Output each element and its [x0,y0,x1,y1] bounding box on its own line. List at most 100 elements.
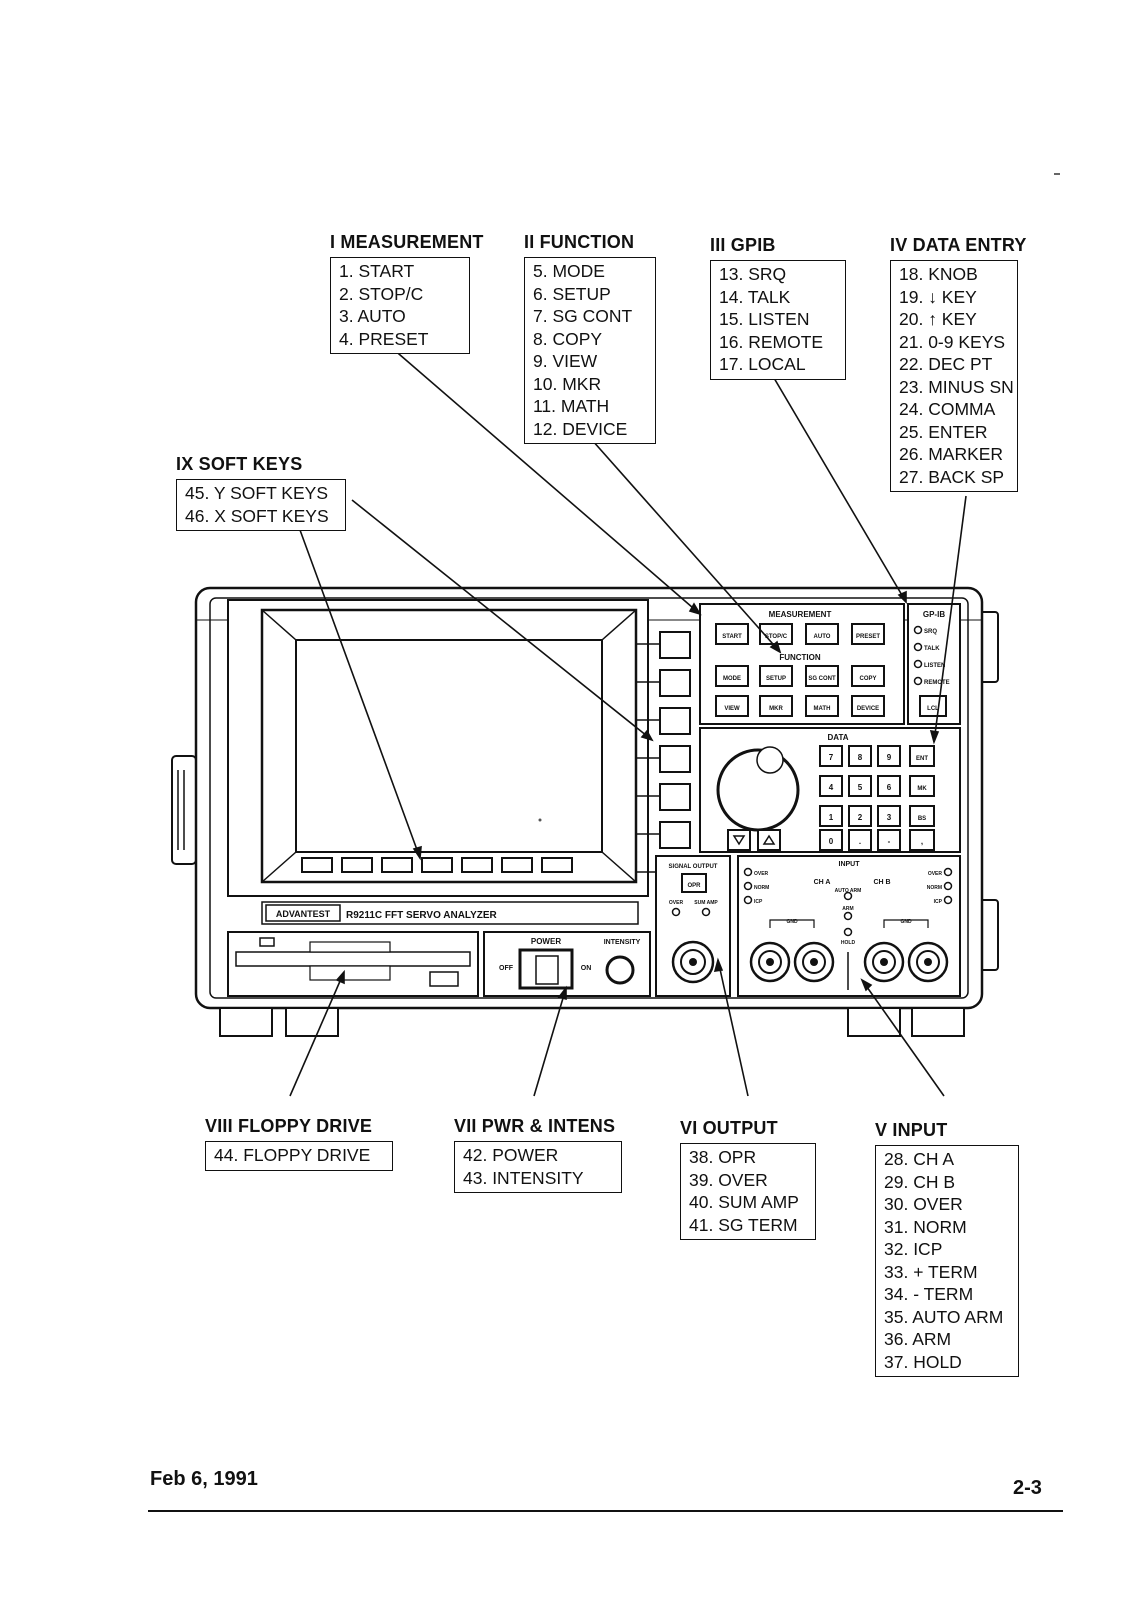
talk-led [913,642,923,652]
x-soft-key[interactable] [341,857,373,873]
group-input: V INPUT 28. CH A 29. CH B 30. OVER 31. N… [875,1120,1019,1377]
control-panel: MEASUREMENT FUNCTION GP-IB START STOP/C … [699,603,961,725]
copy-key[interactable] [851,665,885,687]
view-key[interactable] [715,695,749,717]
view-key-label: VIEW [724,706,740,712]
y-soft-key[interactable] [659,745,691,773]
list-item: 44. FLOPPY DRIVE [214,1145,371,1165]
enter-key[interactable] [909,745,935,767]
down-arrow-key[interactable] [727,829,751,851]
talk-led-label: TALK [924,646,940,652]
list-item: 9. VIEW [533,351,598,371]
leader-data-entry [933,495,967,743]
keypad-key[interactable] [848,805,872,827]
decimal-key[interactable] [848,829,872,851]
leader-output [717,959,749,1097]
marker-key[interactable] [909,775,935,797]
device-key-label: DEVICE [857,706,879,712]
y-soft-key[interactable] [659,707,691,735]
y-soft-key[interactable] [659,631,691,659]
keypad-key[interactable] [848,745,872,767]
list-item: 36. ARM [884,1329,952,1349]
ch-a-icp-label: ICP [754,899,763,905]
display-screen [227,599,649,897]
x-soft-key[interactable] [541,857,573,873]
keypad-key[interactable] [819,805,843,827]
mkr-key[interactable] [759,695,793,717]
group-measurement: I MEASUREMENT 1. START 2. STOP/C 3. AUTO… [330,232,484,354]
comma-key[interactable] [909,829,935,851]
group-box: 1. START 2. STOP/C 3. AUTO 4. PRESET [330,257,470,354]
brand-logo: ADVANTEST [276,909,331,919]
hold-led [843,927,853,937]
minus-key[interactable] [877,829,901,851]
auto-key-label: AUTO [814,634,831,640]
leader-gpib [773,377,907,603]
input-label: INPUT [839,861,861,868]
ch-b-icp-led [943,895,953,905]
preset-key[interactable] [851,623,885,645]
ch-b-label: CH B [873,879,890,886]
local-key-label: LCL [927,706,939,712]
keypad-key-label: 0 [829,837,834,846]
auto-arm-label: AUTO ARM [835,888,862,894]
list-item: 15. LISTEN [719,309,810,329]
y-soft-key[interactable] [659,669,691,697]
opr-key[interactable] [681,873,707,893]
measurement-label: MEASUREMENT [769,610,832,619]
group-data-entry: IV DATA ENTRY 18. KNOB 19. ↓ KEY 20. ↑ K… [890,235,1027,492]
list-item: 33. + TERM [884,1261,978,1282]
x-soft-key[interactable] [461,857,493,873]
ch-b-gnd-label: GND [900,919,912,925]
leader-input [861,979,945,1097]
up-arrow-key[interactable] [757,829,781,851]
y-soft-key[interactable] [659,821,691,849]
x-soft-key[interactable] [381,857,413,873]
keypad-key[interactable] [819,775,843,797]
list-item: 17. LOCAL [719,354,806,374]
list-item: 21. 0-9 KEYS [899,331,1006,352]
list-item: 14. TALK [719,286,791,307]
keypad-key-label: 2 [858,813,863,822]
gpib-label: GP-IB [923,610,945,619]
keypad-key[interactable] [877,775,901,797]
leader-measurement [391,347,701,615]
list-item: 30. OVER [884,1194,963,1214]
intensity-knob[interactable] [605,955,635,985]
keypad-key[interactable] [848,775,872,797]
auto-key[interactable] [805,623,839,645]
math-key[interactable] [805,695,839,717]
ch-b-norm-led [943,881,953,891]
group-box: 45. Y SOFT KEYS 46. X SOFT KEYS [176,479,346,531]
output-over-led [671,907,681,917]
auto-arm-led [843,891,853,901]
device-key[interactable] [851,695,885,717]
x-soft-key[interactable] [501,857,533,873]
back-space-key[interactable] [909,805,935,827]
list-item: 20. ↑ KEY [899,309,977,329]
list-item: 46. X SOFT KEYS [185,505,329,526]
list-item: 7. SG CONT [533,306,633,326]
mode-key[interactable] [715,665,749,687]
signal-output-panel: SIGNAL OUTPUT OPR OVER SUM AMP [655,855,731,997]
keypad-key[interactable] [819,829,843,851]
y-soft-key[interactable] [659,783,691,811]
group-title: II FUNCTION [524,232,635,252]
keypad-key[interactable] [877,805,901,827]
leader-x-soft-keys-arrow [412,845,422,861]
list-item: 5. MODE [533,261,605,281]
signal-output-label: SIGNAL OUTPUT [669,864,718,870]
leader-gpib-arrow [897,590,907,604]
x-soft-key[interactable] [421,857,453,873]
ch-a-over-led [743,867,753,877]
ch-a-icp-led [743,895,753,905]
start-key[interactable] [715,623,749,645]
leader-y-soft-keys [351,499,653,741]
setup-key[interactable] [759,665,793,687]
group-function: II FUNCTION 5. MODE 6. SETUP 7. SG CONT … [524,232,656,444]
sg-cont-key[interactable] [805,665,839,687]
keypad-key[interactable] [877,745,901,767]
intensity-label: INTENSITY [604,939,641,946]
x-soft-key[interactable] [301,857,333,873]
keypad-key[interactable] [819,745,843,767]
